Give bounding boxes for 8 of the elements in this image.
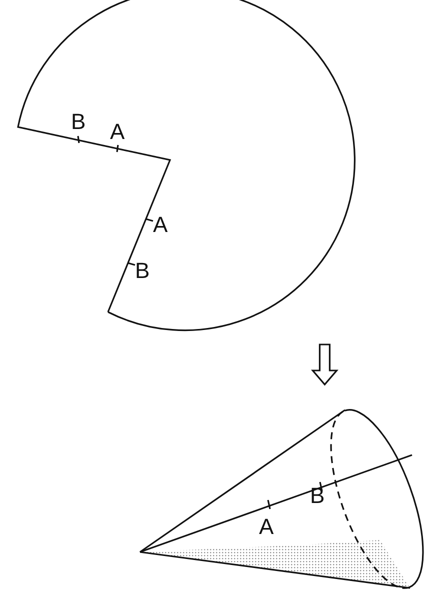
point-label: B [135,260,150,282]
cone-drawing [140,409,424,589]
point-label: B [71,111,86,133]
point-label: A [153,214,168,236]
point-label: A [110,121,125,143]
hollow-arrow [310,344,338,386]
point-label: A [259,516,274,538]
circle-sector-drawing [17,0,356,331]
